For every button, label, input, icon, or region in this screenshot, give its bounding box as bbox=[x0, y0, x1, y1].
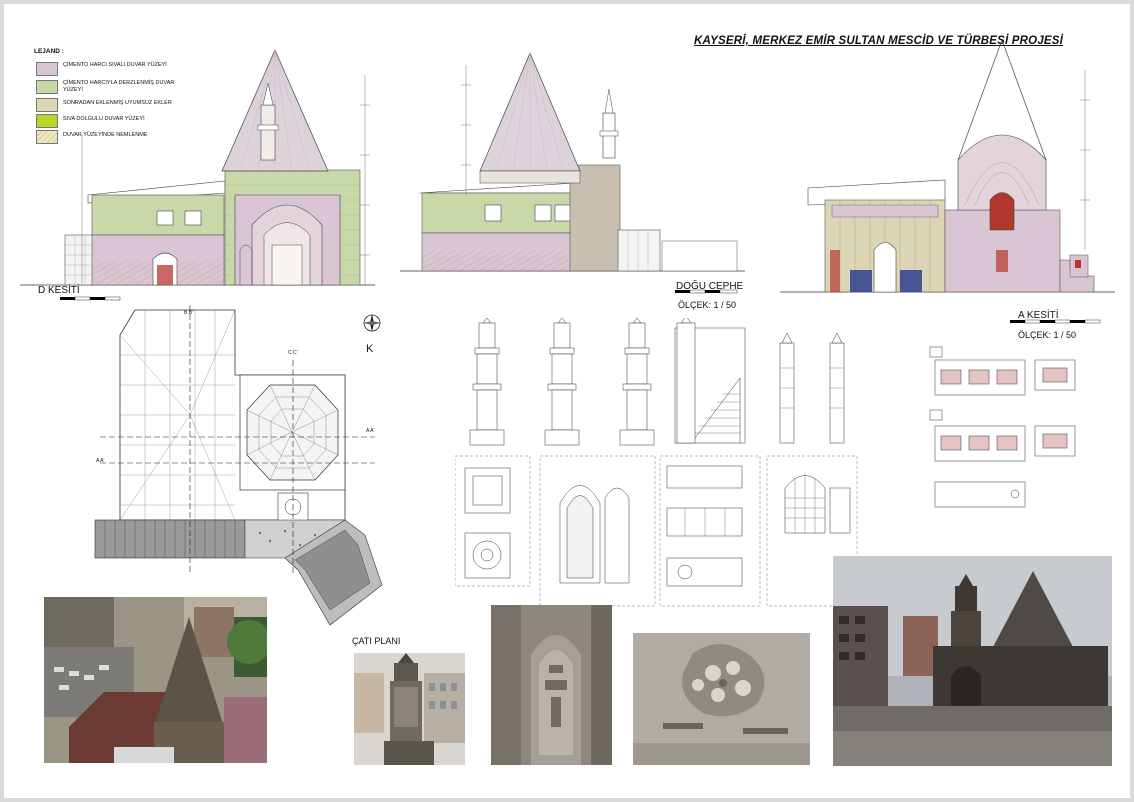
section-a-title: A KESİTİ bbox=[1018, 310, 1059, 321]
legend: LEJAND : ÇİMENTO HARCI SIVALI DUVAR YÜZE… bbox=[34, 48, 234, 148]
east-facade-title: DOĞU CEPHE bbox=[676, 281, 744, 292]
legend-label: ÇİMENTO HARCI SIVALI DUVAR YÜZEYİ bbox=[63, 62, 167, 68]
photo-niche bbox=[491, 605, 612, 765]
plan-mark-c: C C' bbox=[288, 350, 298, 356]
legend-swatch bbox=[36, 98, 58, 112]
roof-plan-title: ÇATI PLANI bbox=[352, 636, 401, 646]
legend-label: SONRADAN EKLENMİŞ UYUMSUZ EKLER bbox=[63, 100, 172, 106]
legend-label: DUVAR YÜZEYİNDE NEMLENME bbox=[63, 132, 148, 138]
section-d-drawing bbox=[20, 49, 375, 301]
section-a-scale: ÖLÇEK: 1 / 50 bbox=[1018, 330, 1077, 340]
photo-street-view bbox=[833, 556, 1112, 766]
plan-mark-a-right: A A' bbox=[366, 428, 375, 434]
north-label: K bbox=[366, 343, 374, 355]
legend-label: ÇİMENTO HARCIYLA DERZLENMİŞ DUVAR YÜZEYİ bbox=[63, 80, 175, 93]
east-facade-drawing bbox=[400, 52, 745, 294]
photo-muqarnas bbox=[633, 633, 810, 765]
section-a-drawing bbox=[780, 40, 1115, 324]
photo-minaret bbox=[354, 653, 465, 765]
legend-swatch bbox=[36, 80, 58, 94]
legend-heading: LEJAND : bbox=[34, 48, 64, 55]
plan-mark-a-left: A A' bbox=[96, 458, 105, 464]
window-details bbox=[929, 346, 1076, 508]
legend-swatch bbox=[36, 114, 58, 128]
section-d-title: D KESİTİ bbox=[38, 285, 80, 296]
north-arrow-icon bbox=[363, 314, 381, 332]
east-facade-scale: ÖLÇEK: 1 / 50 bbox=[678, 300, 737, 310]
legend-label: SIVA DOLGULU DUVAR YÜZEYİ bbox=[63, 116, 145, 122]
legend-swatch bbox=[36, 130, 58, 144]
sheet-title: KAYSERİ, MERKEZ EMİR SULTAN MESCİD VE TÜ… bbox=[694, 35, 1064, 47]
plan-mark-b: B B' bbox=[184, 310, 194, 316]
roof-plan-drawing bbox=[94, 305, 383, 626]
legend-swatch bbox=[36, 62, 58, 76]
minaret-details bbox=[455, 318, 858, 607]
photo-aerial-view bbox=[44, 597, 267, 763]
